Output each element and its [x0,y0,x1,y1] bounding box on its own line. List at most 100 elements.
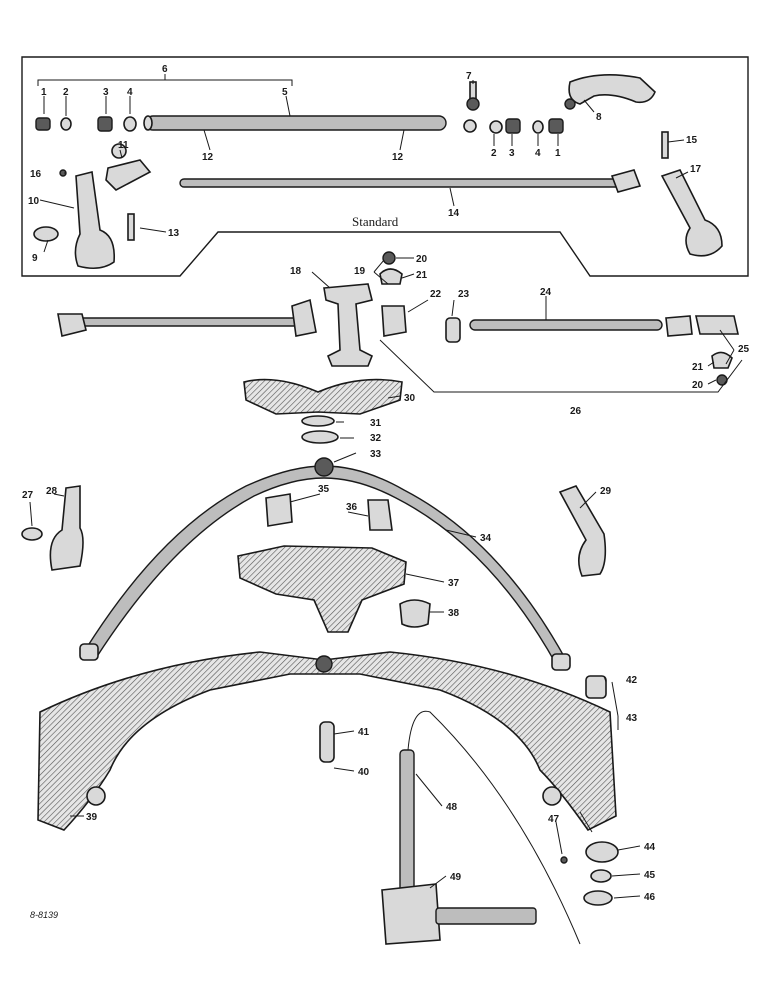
callout-43: 43 [626,713,638,724]
front-axle [37,651,617,832]
bushing-42 [585,675,607,699]
callout-1b: 1 [555,148,561,159]
pin-41 [319,721,335,763]
callout-46: 46 [644,892,656,903]
callout-13: 13 [168,228,180,239]
loop-lead-48 [407,710,581,945]
callout-41: 41 [358,727,370,738]
standard-label: Standard [352,214,399,229]
callout-1: 1 [41,87,47,98]
spindle-28 [49,485,84,571]
callout-8: 8 [596,112,602,123]
callout-12b: 12 [392,152,404,163]
callout-7: 7 [466,71,472,82]
callout-2: 2 [63,87,69,98]
block-36 [367,499,393,531]
callout-14: 14 [448,208,460,219]
callout-48: 48 [446,802,458,813]
steering-arm-8 [568,74,656,105]
drag-link-14 [179,169,642,193]
group-bracket-6 [37,74,293,86]
sleeve-23 [445,317,461,343]
standard-inset-frame [21,56,749,277]
callout-27: 27 [22,490,34,501]
callout-15: 15 [686,135,698,146]
end-25 [665,315,693,337]
seat-21 [379,268,403,285]
callout-24: 24 [540,287,552,298]
callout-42: 42 [626,675,638,686]
callout-labels: 1 2 3 4 5 6 7 8 2 3 4 1 9 10 11 12 12 13… [22,64,750,903]
callout-45: 45 [644,870,656,881]
pin-13 [127,213,135,241]
callout-5: 5 [282,87,288,98]
callout-3b: 3 [509,148,515,159]
callout-21b: 21 [692,362,704,373]
inner-fittings-right [463,81,564,134]
spindle-48 [381,749,537,945]
block-35 [265,493,293,527]
washer-46 [583,890,613,906]
steering-arm-17 [660,169,723,257]
callout-40: 40 [358,767,370,778]
end-22 [381,305,407,337]
arm-29 [558,485,607,577]
spindle-arm-10 [74,171,116,270]
bushing-38 [399,599,431,628]
callout-25: 25 [738,344,750,355]
plate-32 [301,430,339,444]
callout-10: 10 [28,196,40,207]
callout-11: 11 [118,140,129,151]
callout-4: 4 [127,87,133,98]
tube-5 [143,115,447,131]
callout-28: 28 [46,486,58,497]
callout-16: 16 [30,169,42,180]
callout-2b: 2 [491,148,497,159]
tube-24 [469,319,663,331]
callout-9: 9 [32,253,38,264]
callout-19: 19 [354,266,366,277]
group-bracket-26 [379,339,743,393]
tie-rod-assembly-left [57,298,317,337]
callout-18: 18 [290,266,302,277]
callout-35: 35 [318,484,330,495]
callout-23: 23 [458,289,470,300]
callout-38: 38 [448,608,460,619]
callout-34: 34 [480,533,492,544]
ball-socket-11 [105,143,152,191]
callout-47: 47 [548,814,560,825]
callout-30: 30 [404,393,416,404]
callout-29: 29 [600,486,612,497]
callout-17: 17 [690,164,702,175]
bolster-30 [243,378,403,415]
cap-20 [382,251,396,265]
callout-36: 36 [346,502,358,513]
callout-21: 21 [416,270,428,281]
callout-12a: 12 [202,152,214,163]
ball-47 [560,856,568,864]
callout-26: 26 [570,406,582,417]
callout-31: 31 [370,418,382,429]
callout-22: 22 [430,289,442,300]
callout-49: 49 [450,872,462,883]
inner-fittings-left [35,116,137,132]
washer-9 [33,226,59,242]
callout-44: 44 [644,842,656,853]
bracket-18 [323,283,374,367]
washer-27 [21,527,43,541]
callout-20b: 20 [692,380,704,391]
plate-31 [301,415,335,427]
radius-rod-34 [79,457,571,671]
callout-37: 37 [448,578,460,589]
callout-20: 20 [416,254,428,265]
figure-code: 8-8139 [30,910,58,920]
bearing-44 [585,841,619,863]
callout-32: 32 [370,433,382,444]
bolt-15 [661,131,669,159]
callout-33: 33 [370,449,382,460]
callout-3: 3 [103,87,109,98]
callout-6: 6 [162,64,168,75]
pivot-support-37 [237,545,407,633]
callout-39a: 39 [86,812,98,823]
